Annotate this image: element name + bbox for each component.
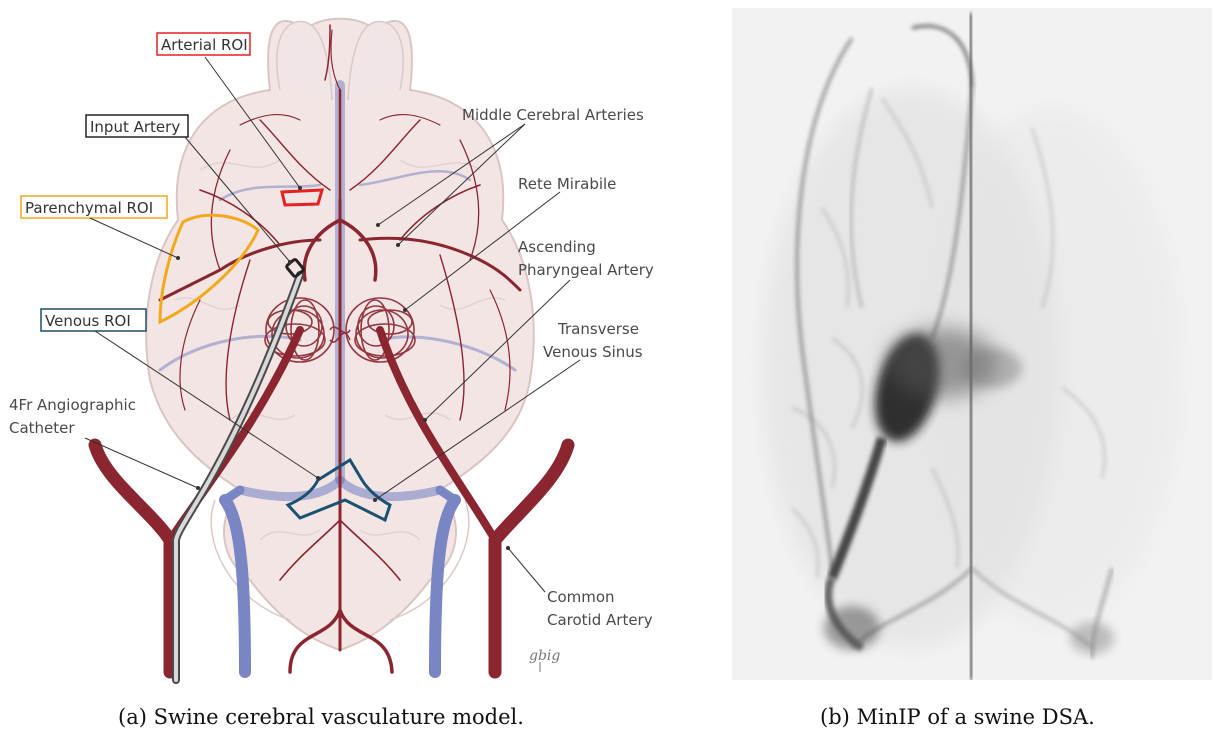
common-carotid-label-line1: Common bbox=[547, 588, 615, 606]
artist-signature: gbig bbox=[529, 648, 560, 672]
swine-dsa-minip-image bbox=[732, 8, 1212, 680]
middle-cerebral-arteries-label: Middle Cerebral Arteries bbox=[462, 106, 644, 124]
transverse-venous-sinus-label-line1: Transverse bbox=[557, 320, 639, 338]
svg-text:gbig: gbig bbox=[529, 648, 560, 664]
venous-roi-label: Venous ROI bbox=[41, 309, 146, 331]
svg-text:Arterial ROI: Arterial ROI bbox=[161, 36, 248, 54]
caption-b: (b) MinIP of a swine DSA. bbox=[820, 705, 1095, 729]
rete-mirabile-label: Rete Mirabile bbox=[518, 175, 616, 193]
svg-text:Input Artery: Input Artery bbox=[90, 118, 180, 136]
arterial-roi-label: Arterial ROI bbox=[157, 33, 250, 55]
common-carotid-label-line2: Carotid Artery bbox=[547, 611, 653, 629]
transverse-venous-sinus-label-line2: Venous Sinus bbox=[543, 343, 643, 361]
input-artery-label: Input Artery bbox=[86, 115, 188, 137]
catheter-label-line1: 4Fr Angiographic bbox=[9, 396, 136, 414]
caption-a: (a) Swine cerebral vasculature model. bbox=[118, 705, 524, 729]
ascending-pharyngeal-label-line2: Pharyngeal Artery bbox=[518, 261, 654, 279]
parenchymal-roi-label: Parenchymal ROI bbox=[21, 196, 167, 218]
catheter-label-line2: Catheter bbox=[9, 419, 75, 437]
swine-cerebral-vasculature-diagram: Arterial ROI Input Artery Parenchymal RO… bbox=[0, 0, 700, 690]
svg-text:Venous ROI: Venous ROI bbox=[45, 312, 131, 330]
ascending-pharyngeal-label-line1: Ascending bbox=[518, 238, 596, 256]
svg-text:Parenchymal ROI: Parenchymal ROI bbox=[25, 199, 153, 217]
